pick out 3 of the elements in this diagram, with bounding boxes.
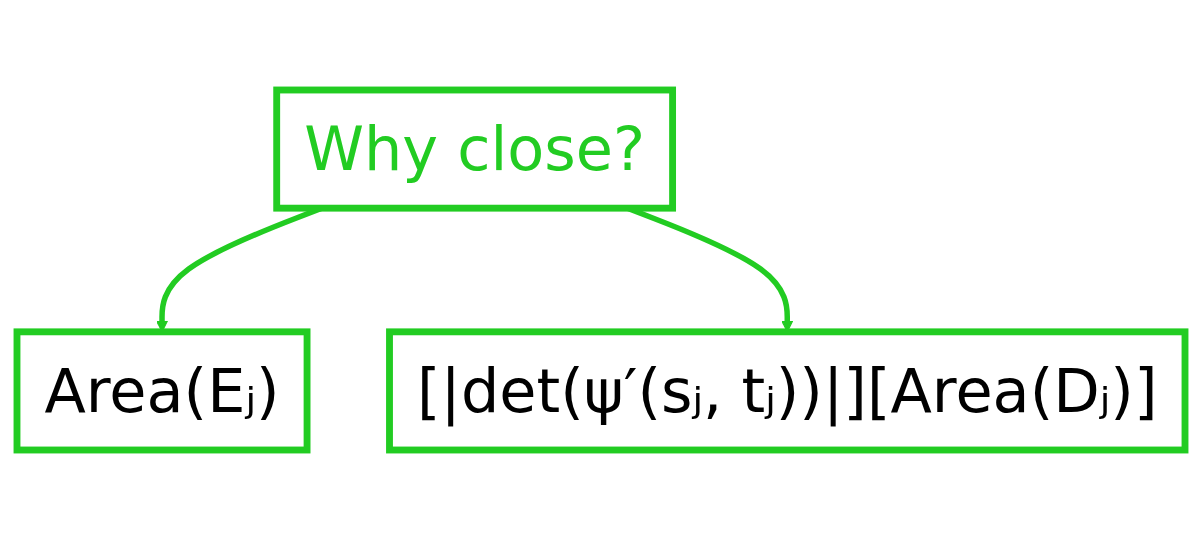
node-box: [|det(ψ′(sⱼ, tⱼ))|][Area(Dⱼ)] xyxy=(386,328,1189,454)
node-box: Area(Eⱼ) xyxy=(13,328,311,454)
node-box: Why close? xyxy=(273,86,676,212)
